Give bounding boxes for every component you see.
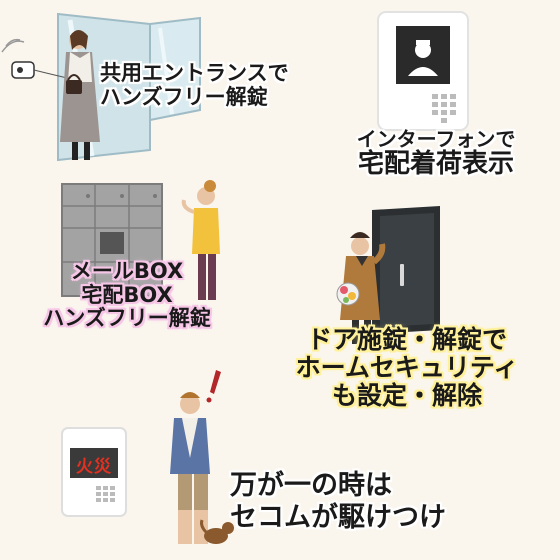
caption-emergency: 万が一の時は セコムが駆けつけ: [230, 470, 446, 534]
man-with-flowers: [336, 232, 386, 344]
caption-entrance: 共用エントランスで ハンズフリー解錠: [100, 61, 289, 109]
caption-emergency-line-2: セコムが駆けつけ: [230, 501, 446, 533]
woman-with-bag: [60, 30, 100, 160]
caption-door-line-3: も設定・解除: [331, 381, 482, 410]
fire-alarm-display-text: 火災: [76, 457, 112, 477]
surprised-man: [170, 392, 210, 544]
woman-at-lockers: [181, 180, 220, 300]
caption-mailbox-line-1: メールBOX: [70, 259, 184, 283]
caption-entrance-line-1: 共用エントランスで: [100, 61, 289, 85]
exclamation-mark: [206, 370, 221, 403]
caption-mailbox: メールBOX 宅配BOX ハンズフリー解錠: [10, 259, 244, 331]
caption-intercom-line-1: インターフォンで: [356, 127, 516, 151]
caption-intercom: インターフォンで 宅配着荷表示: [330, 128, 542, 180]
caption-mailbox-line-2: 宅配BOX: [81, 282, 173, 307]
caption-mailbox-line-3: ハンズフリー解錠: [43, 306, 211, 331]
caption-door-line-1: ドア施錠・解錠で: [306, 325, 507, 354]
caption-door: ドア施錠・解錠で ホームセキュリティ も設定・解除: [262, 326, 552, 410]
apartment-door: [372, 206, 440, 334]
fire-alarm-panel: [61, 427, 127, 517]
intercom-panel: [377, 11, 469, 131]
caption-door-line-2: ホームセキュリティ: [295, 353, 519, 382]
caption-entrance-line-2: ハンズフリー解錠: [100, 84, 268, 109]
caption-emergency-line-1: 万が一の時は: [230, 470, 392, 501]
mail-box-lockers: [61, 183, 163, 297]
hands-free-key-icon: [1, 38, 77, 81]
dog: [200, 519, 234, 544]
caption-intercom-line-2: 宅配着荷表示: [357, 149, 514, 180]
